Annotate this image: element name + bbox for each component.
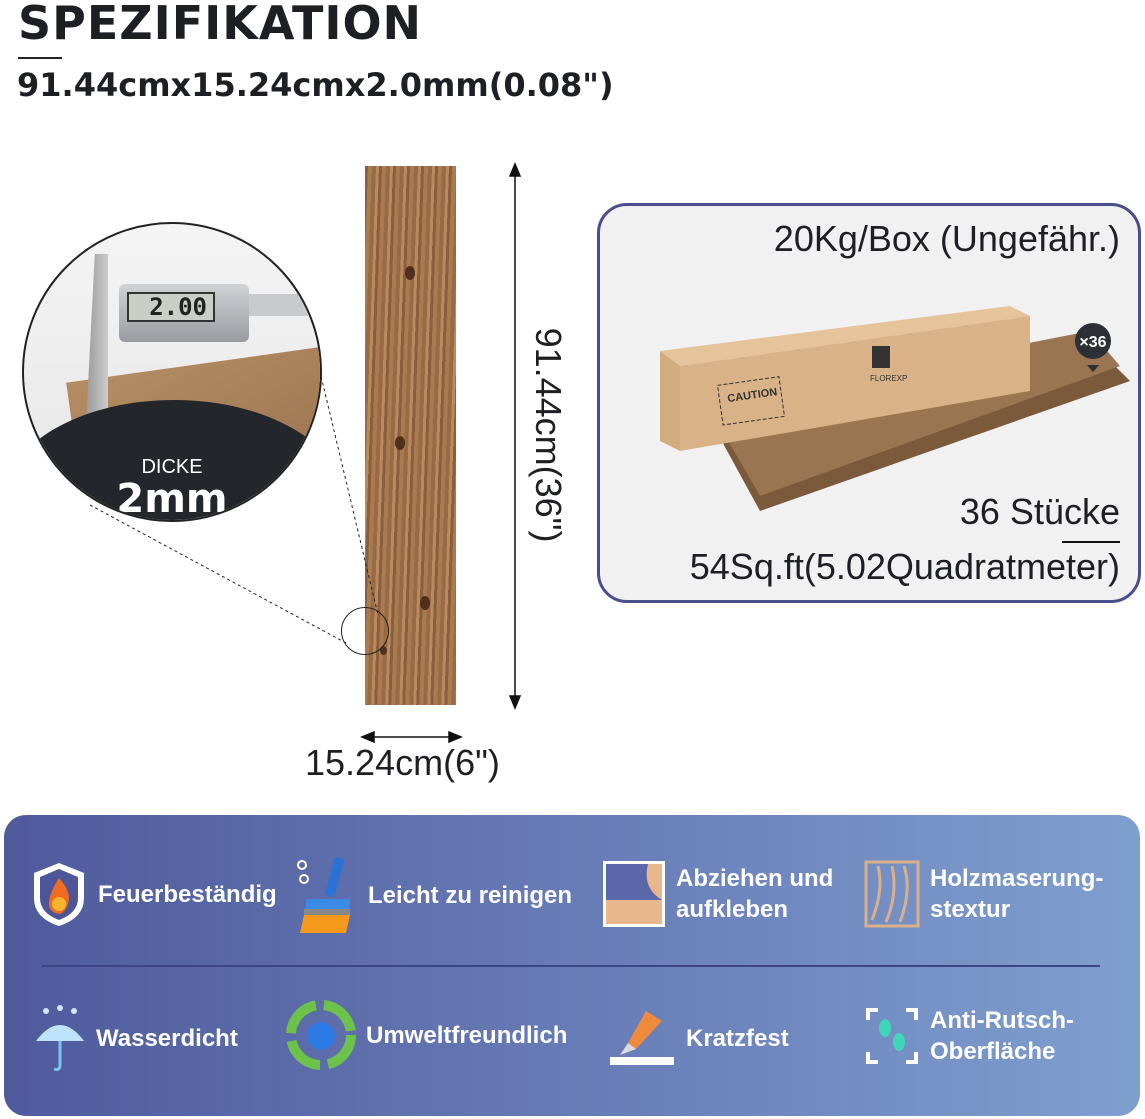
coverage-area: 54Sq.ft(5.02Quadratmeter) — [689, 546, 1120, 587]
feature-label: Abziehen und aufkleben — [676, 865, 834, 923]
feature-label: Anti-Rutsch-Oberfläche — [930, 1007, 1074, 1065]
box-and-plank-image: CAUTION FLOREXP ×36 — [660, 306, 1130, 511]
thickness-value: 2mm — [116, 476, 228, 522]
wood-grain-icon — [864, 860, 920, 928]
features-panel: Feuerbeständig Leicht zu reinigen Abzieh… — [4, 815, 1140, 1116]
title-underline — [18, 57, 62, 59]
feature-divider — [42, 965, 1100, 967]
waterproof-umbrella-icon — [36, 1005, 84, 1071]
feature-label: Wasserdicht — [96, 1024, 238, 1052]
feature-fire-resistant: Feuerbeständig — [30, 860, 277, 928]
feature-scratch-resistant: Kratzfest — [606, 1005, 789, 1071]
brand-label: FLOREXP — [870, 374, 907, 383]
dimensions-text: 91.44cmx15.24cmx2.0mm(0.08") — [17, 66, 614, 104]
length-label: 91.44cm(36") — [528, 327, 569, 543]
feature-peel-stick: Abziehen und aufkleben — [602, 860, 846, 928]
feature-eco-friendly: Umweltfreundlich — [286, 1000, 567, 1070]
count-badge: ×36 — [1079, 334, 1106, 351]
scratch-knife-icon — [610, 1011, 674, 1065]
box-weight: 20Kg/Box (Ungefähr.) — [773, 218, 1120, 259]
feature-waterproof: Wasserdicht — [34, 1003, 238, 1073]
package-info-panel: 20Kg/Box (Ungefähr.) CAUTION FLOREXP ×36… — [597, 203, 1141, 603]
feature-label: Umweltfreundlich — [366, 1021, 568, 1049]
anti-slip-footprint-icon — [866, 1008, 918, 1064]
caliper-image: 2.00 — [119, 284, 249, 342]
feature-easy-clean: Leicht zu reinigen — [292, 855, 572, 935]
feature-label: Feuerbeständig — [98, 880, 277, 908]
feature-label: Holzmaserung-stextur — [930, 865, 1104, 923]
magnify-marker — [341, 607, 389, 655]
fire-shield-icon — [34, 863, 84, 926]
page-title: SPEZIFIKATION — [18, 0, 423, 50]
feature-anti-slip: Anti-Rutsch-Oberfläche — [864, 1005, 1100, 1067]
dimension-arrows — [89, 162, 522, 744]
recycle-globe-icon — [286, 1000, 356, 1070]
feature-wood-texture: Holzmaserung-stextur — [864, 860, 1120, 928]
caliper-display: 2.00 — [127, 292, 215, 322]
width-label: 15.24cm(6") — [305, 742, 500, 783]
feature-label: Kratzfest — [686, 1024, 789, 1052]
piece-count: 36 Stücke — [959, 491, 1120, 532]
cleaning-brush-icon — [297, 857, 350, 933]
peel-stick-icon — [603, 861, 665, 927]
thickness-label: DICKE — [141, 456, 203, 478]
thickness-detail-circle: 2.00 DICKE 2mm — [22, 222, 322, 522]
feature-label: Leicht zu reinigen — [368, 881, 573, 909]
